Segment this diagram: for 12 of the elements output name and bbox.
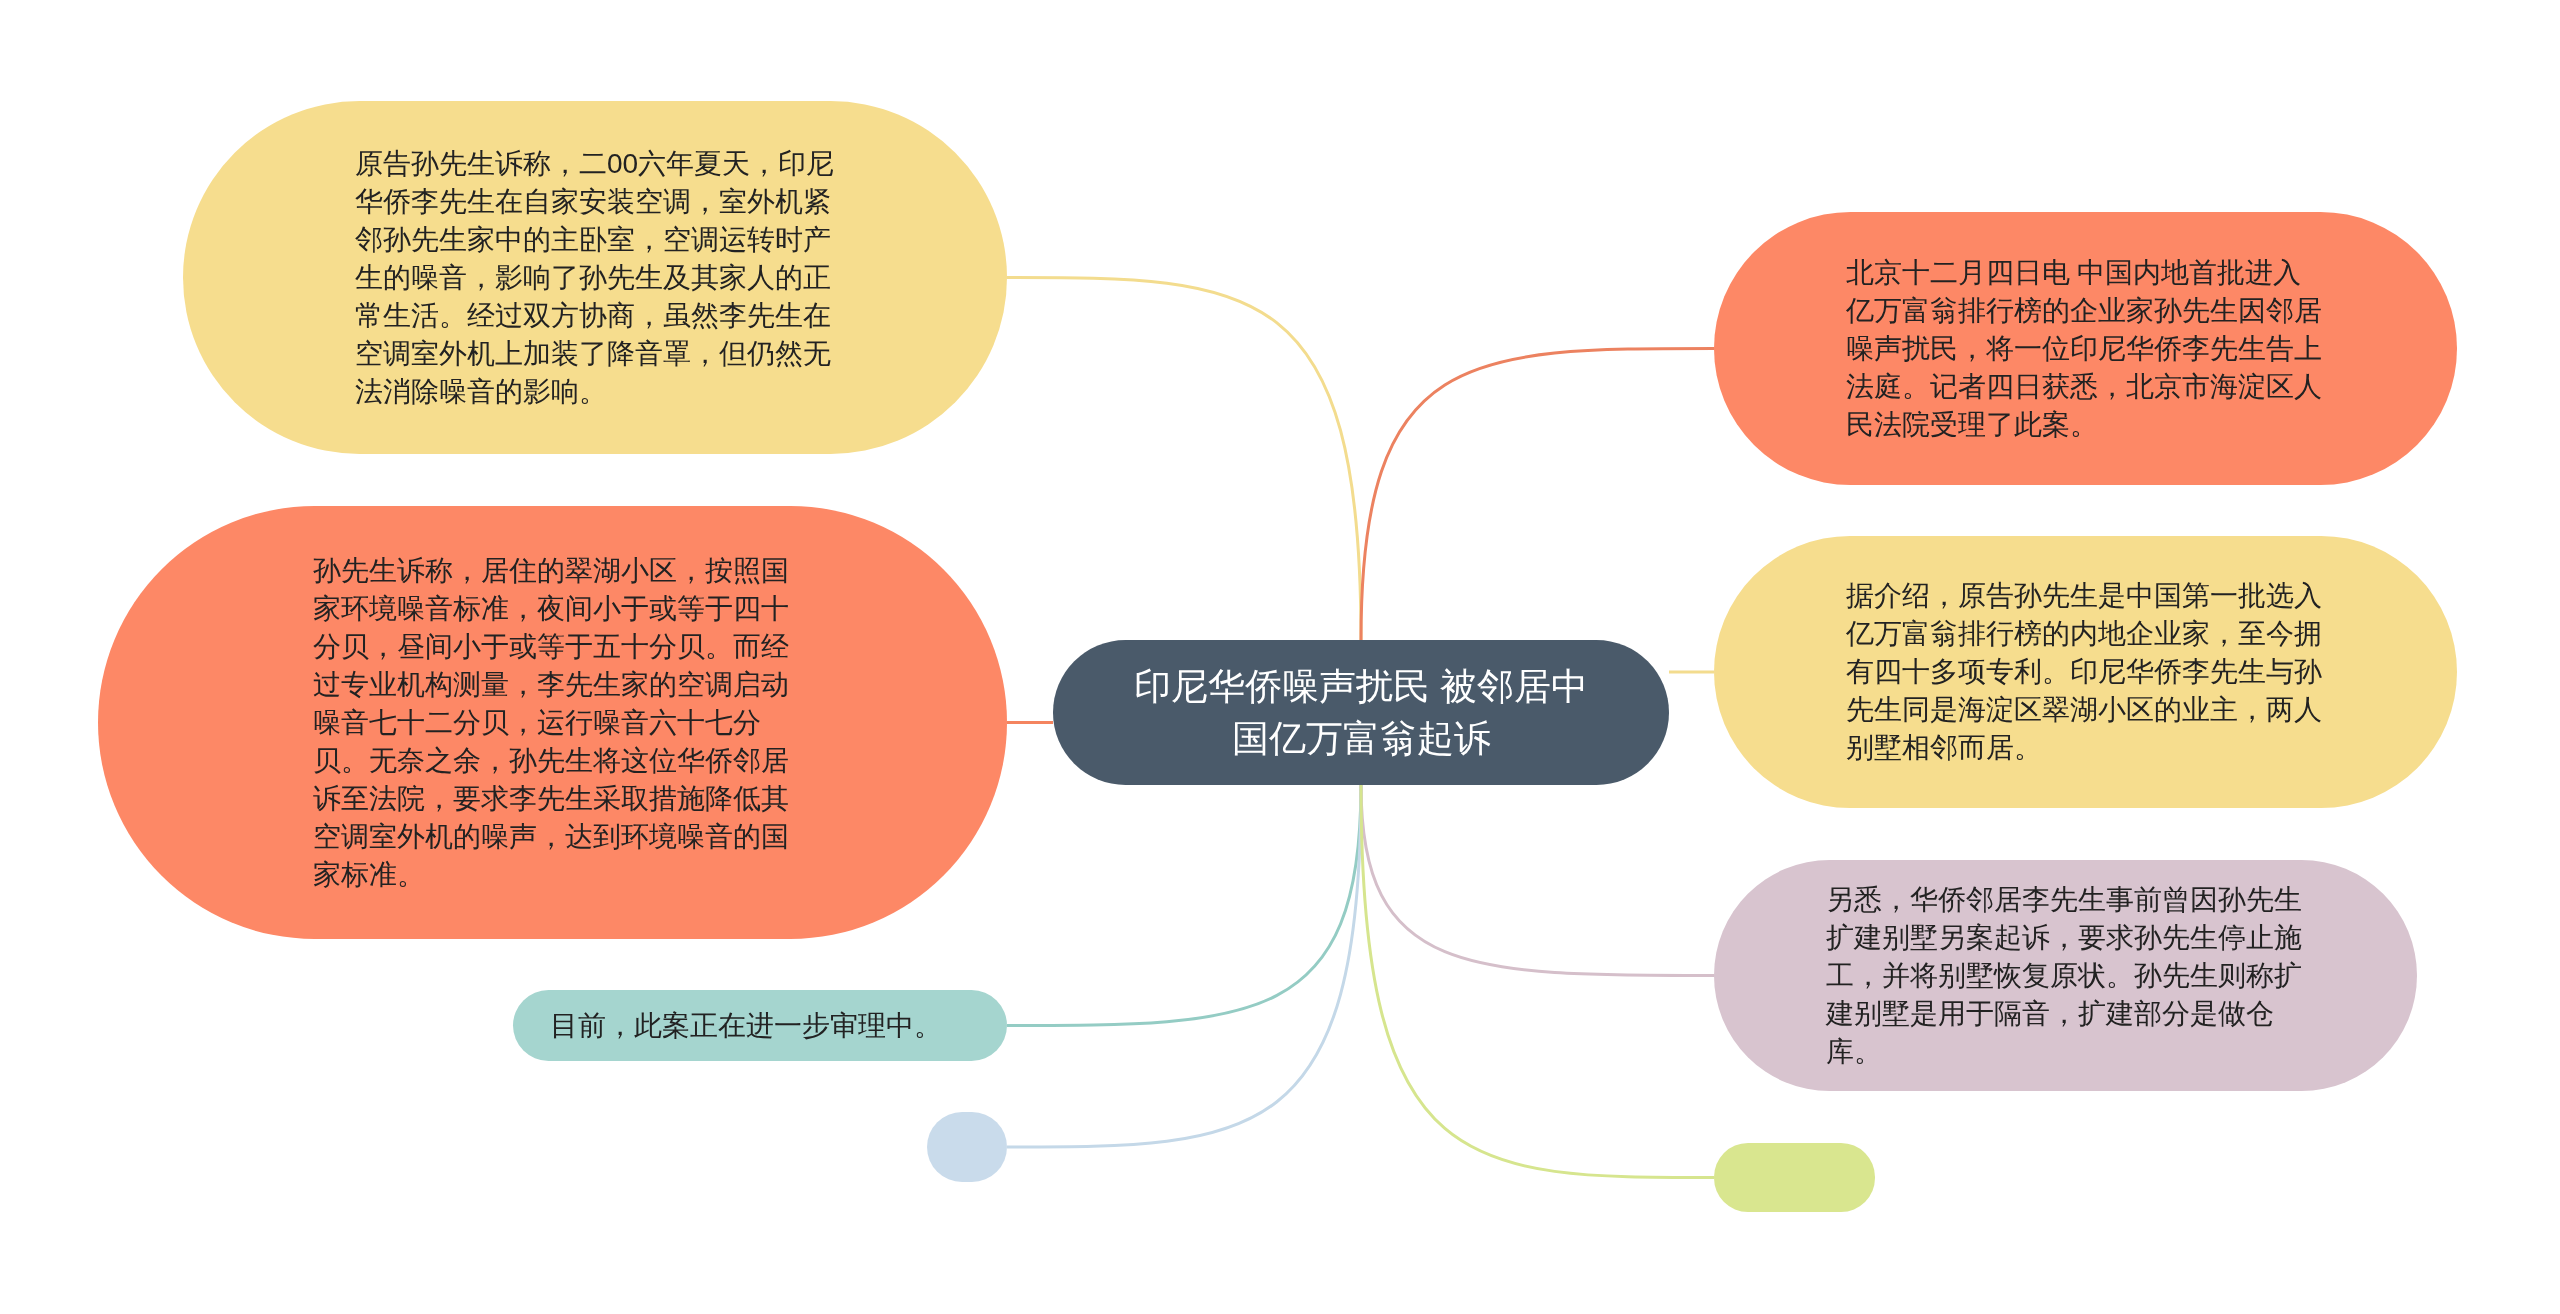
topic-text: 孙先生诉称，居住的翠湖小区，按照国家环境噪音标准，夜间小于或等于四十分贝，昼间小于或等于五十分贝。而经过专业机构测量，李先生家的空调启动噪音七十二分贝，运行噪音六十七分贝。无奈之余，孙先生将这位华侨邻居诉至法院，要求李先生采取措施降低其空调室外机的噪声，达到环境噪音的国家标准。 (312, 553, 790, 892)
central-title: 印尼华侨噪声扰民 被邻居中国亿万富翁起诉 (1132, 664, 1590, 761)
topic-text: 北京十二月四日电 中国内地首批进入亿万富翁排行榜的企业家孙先生因邻居噪声扰民，将一位印尼华侨李先生告上法庭。记者四日获悉，北京市海淀区人民法院受理了此案。 (1845, 255, 2323, 442)
topic-text: 原告孙先生诉称，二00六年夏天，印尼华侨李先生在自家安装空调，室外机紧邻孙先生家中的主卧室，空调运转时产生的噪音，影响了孙先生及其家人的正常生活。经过双方协商，虽然李先生在空调室外机上加装了降音罩，但仍然无法消除噪音的影响。 (355, 146, 835, 409)
topic-text: 另悉，华侨邻居李先生事前曾因孙先生扩建别墅另案起诉，要求孙先生停止施工，并将别墅恢复原状。孙先生则称扩建别墅是用于隔音，扩建部分是做仓库。 (1825, 882, 2303, 1069)
connector-line (1007, 721, 1053, 724)
connector-line (1007, 276, 1363, 641)
connector-line (1359, 347, 1714, 641)
connector-line (1669, 670, 1714, 674)
connector-line (1359, 784, 1714, 1179)
topic-text: 据介绍，原告孙先生是中国第一批选入亿万富翁排行榜的内地企业家，至今拥有四十多项专利。印尼华侨李先生与孙先生同是海淀区翠湖小区的业主，两人别墅相邻而居。 (1845, 579, 2323, 765)
topic-text: 目前，此案正在进一步审理中。 (550, 1008, 943, 1043)
